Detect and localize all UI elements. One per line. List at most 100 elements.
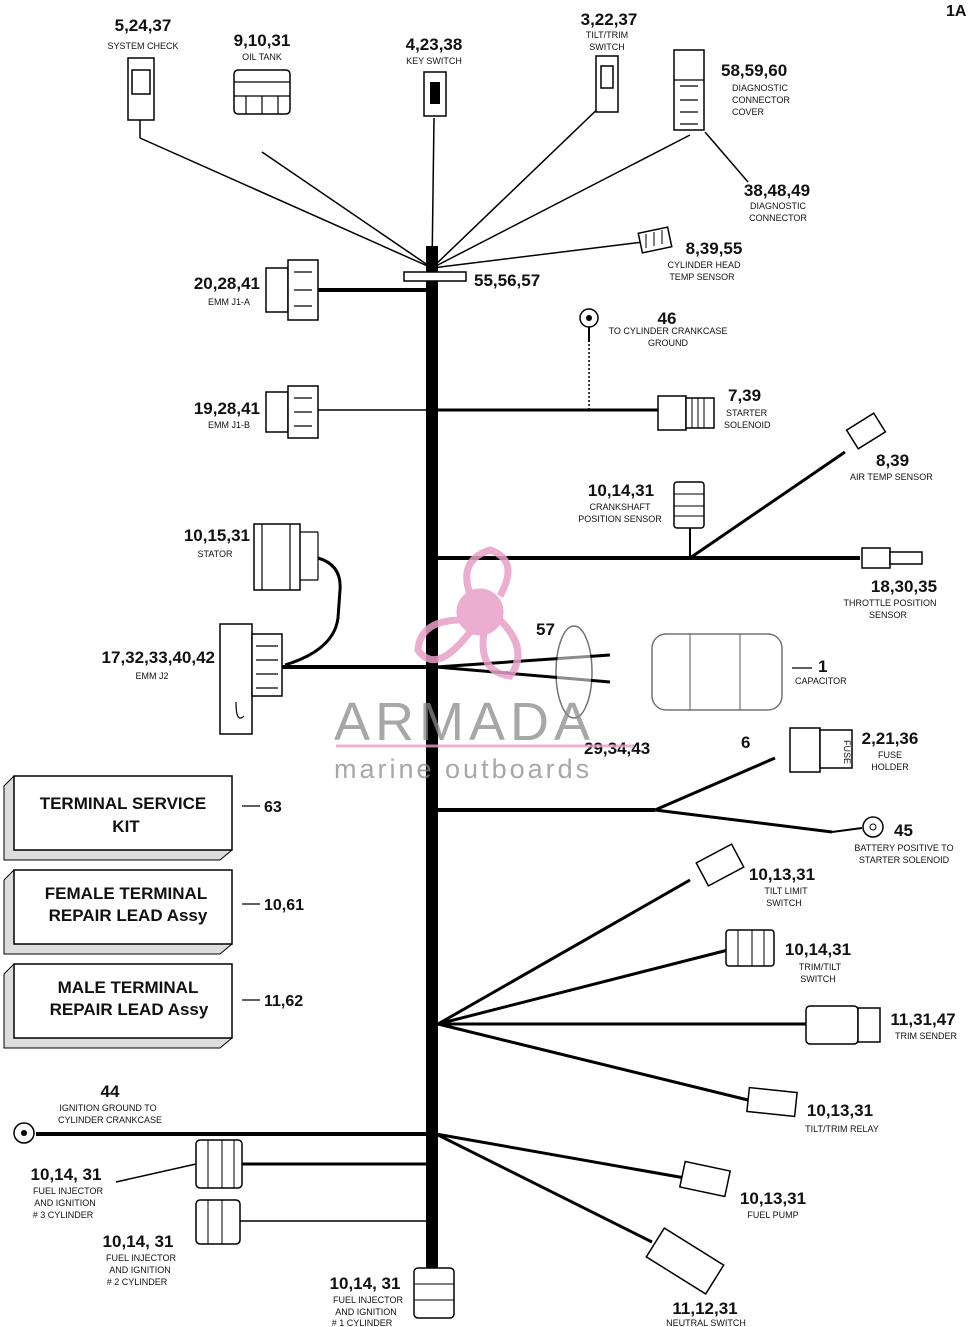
component-caption: FUEL INJECTOR [33, 1186, 104, 1196]
system-check-connector-icon [127, 57, 155, 138]
emm-j2-connector-icon [219, 623, 283, 735]
component-caption: IGNITION GROUND TO [59, 1103, 156, 1113]
component-caption: DIAGNOSTIC [732, 83, 789, 93]
component-caption: AND IGNITION [335, 1307, 397, 1317]
fuse-holder-icon: FUSE [789, 727, 853, 773]
component-ref: 19,28,41 [194, 399, 260, 418]
svg-text:FUSE: FUSE [842, 740, 852, 764]
fuel-injector-2-connector-icon [195, 1199, 241, 1245]
component-ref: 2,21,36 [862, 729, 919, 748]
component-caption: SOLENOID [724, 420, 771, 430]
throttle-position-sensor-icon [861, 547, 923, 569]
component-ref: 55,56,57 [474, 271, 540, 290]
component-caption: SENSOR [869, 610, 908, 620]
kit-line-2: REPAIR LEAD Assy [49, 906, 208, 925]
component-ref: 45 [894, 821, 913, 840]
component-ref: 10,14, 31 [103, 1232, 174, 1251]
component-ref: 10,13,31 [749, 865, 815, 884]
component-caption: NEUTRAL SWITCH [666, 1318, 746, 1327]
page-label: 1A [946, 3, 967, 20]
component-ref: 10,15,31 [184, 526, 250, 545]
component-caption: COVER [732, 107, 765, 117]
component-ref: 11,31,47 [890, 1010, 955, 1029]
component-ref: 20,28,41 [194, 274, 260, 293]
component-ref: 46 [658, 309, 677, 328]
key-switch-connector-icon [423, 71, 447, 117]
component-ref: 6 [741, 733, 750, 752]
tilt-trim-switch-connector-icon [595, 55, 619, 113]
kit-line-2: KIT [112, 817, 140, 836]
component-ref: 3,22,37 [581, 10, 638, 29]
emm-j1b-connector-icon [265, 385, 319, 439]
component-caption: AND IGNITION [34, 1198, 96, 1208]
component-ref: 1 [818, 657, 827, 676]
component-caption: DIAGNOSTIC [750, 201, 807, 211]
component-caption: CYLINDER CRANKCASE [58, 1115, 162, 1125]
kit-ref: 11,62 [264, 993, 303, 1010]
battery-positive-ring-icon [831, 816, 884, 838]
armada-watermark: ARMADA marine outboards [334, 546, 634, 784]
component-caption: KEY SWITCH [406, 56, 462, 66]
component-ref: 5,24,37 [115, 16, 172, 35]
component-ref: 10,13,31 [807, 1101, 873, 1120]
component-ref: 38,48,49 [744, 181, 810, 200]
kit-ref: 10,61 [264, 897, 304, 914]
component-caption: BATTERY POSITIVE TO [854, 843, 953, 853]
component-ref: 18,30,35 [871, 577, 937, 596]
component-ref: 7,39 [728, 386, 761, 405]
component-caption: FUEL INJECTOR [106, 1253, 177, 1263]
component-caption: STARTER SOLENOID [859, 855, 950, 865]
component-ref: 57 [536, 620, 555, 639]
component-caption: STARTER [726, 408, 768, 418]
component-caption: # 3 CYLINDER [33, 1210, 94, 1220]
air-temp-sensor-icon [845, 412, 887, 450]
component-caption: TILT/TRIM [586, 30, 628, 40]
component-caption: TILT LIMIT [764, 886, 808, 896]
component-caption: POSITION SENSOR [578, 514, 662, 524]
kit-boxes: TERMINAL SERVICE KIT 63 FEMALE TERMINAL … [3, 775, 304, 1049]
crankshaft-position-sensor-icon [673, 481, 705, 529]
component-ref: 11,12,31 [672, 1299, 737, 1318]
component-ref: 29,34,43 [584, 739, 650, 758]
component-ref: 9,10,31 [234, 31, 291, 50]
component-caption: TEMP SENSOR [669, 272, 735, 282]
main-harness-trunk [426, 246, 438, 1300]
component-caption: CRANKSHAFT [589, 502, 651, 512]
component-caption: FUEL INJECTOR [333, 1295, 404, 1305]
component-ref: 17,32,33,40,42 [102, 648, 215, 667]
kit-line-1: MALE TERMINAL [58, 978, 199, 997]
component-ref: 58,59,60 [721, 61, 787, 80]
neutral-switch-connector-icon [645, 1227, 725, 1295]
component-caption: SWITCH [800, 974, 836, 984]
component-ref: 8,39,55 [686, 239, 743, 258]
component-caption: TRIM/TILT [799, 962, 842, 972]
component-caption: THROTTLE POSITION [843, 598, 936, 608]
component-ref: 44 [101, 1082, 120, 1101]
emm-j1a-connector-icon [265, 259, 319, 321]
component-caption: STATOR [197, 549, 233, 559]
component-caption: HOLDER [871, 762, 909, 772]
component-caption: CONNECTOR [749, 213, 807, 223]
fuel-injector-3-connector-icon [195, 1139, 243, 1189]
component-ref: 10,14,31 [588, 481, 654, 500]
starter-solenoid-connector-icon [657, 395, 715, 431]
ignition-ground-ring-icon [13, 1122, 35, 1144]
component-ref: 4,23,38 [406, 35, 463, 54]
component-caption: FUSE [878, 750, 902, 760]
kit-line-1: TERMINAL SERVICE [40, 794, 207, 813]
tilt-trim-relay-icon [746, 1086, 798, 1118]
component-caption: EMM J1-A [208, 297, 250, 307]
tilt-limit-switch-icon [695, 843, 745, 887]
watermark-brand: ARMADA [334, 692, 595, 752]
component-caption: TO CYLINDER CRANKCASE [609, 326, 728, 336]
component-caption: SWITCH [589, 42, 625, 52]
component-labels: 5,24,37 SYSTEM CHECK 9,10,31 OIL TANK 4,… [31, 10, 958, 1327]
component-ref: 8,39 [876, 451, 909, 470]
kit-line-1: FEMALE TERMINAL [45, 884, 207, 903]
fuel-pump-connector-icon [678, 1160, 732, 1198]
component-caption: AIR TEMP SENSOR [850, 472, 933, 482]
kit-line-2: REPAIR LEAD Assy [50, 1000, 209, 1019]
component-ref: 10,14, 31 [31, 1165, 102, 1184]
component-ref: 10,14, 31 [330, 1274, 401, 1293]
